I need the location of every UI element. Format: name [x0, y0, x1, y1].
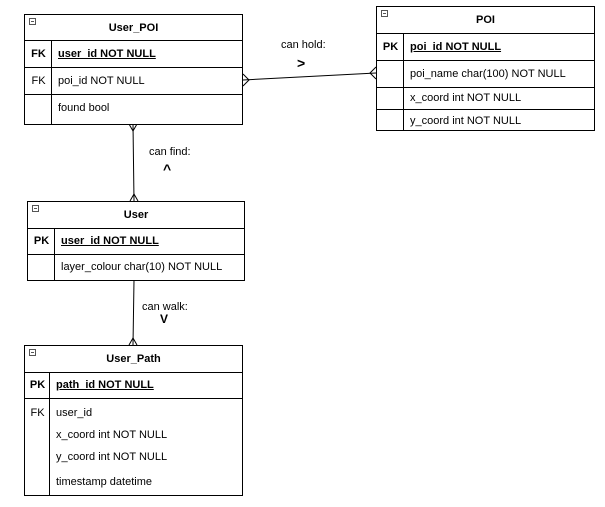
relationship-label-can-hold: can hold: — [281, 39, 326, 51]
attr-row: found bool — [25, 95, 242, 122]
entity-poi[interactable]: POI PK poi_id NOT NULL poi_name char(100… — [376, 6, 595, 131]
key-column — [25, 41, 52, 124]
fk-label: FK — [31, 75, 46, 87]
attr-x-coord: x_coord int NOT NULL — [56, 429, 168, 441]
entity-user-body: layer_colour char(10) NOT NULL — [28, 255, 244, 280]
attr-user-id: user_id — [56, 407, 93, 419]
entity-user-poi-title: User_POI — [108, 22, 159, 34]
line-user-userpath — [132, 279, 135, 346]
entity-user-path[interactable]: User_Path PK path_id NOT NULL FK user_id… — [24, 345, 243, 496]
attr-row: FK user_id NOT NULL — [25, 41, 242, 68]
attr-row: timestamp datetime — [25, 472, 242, 492]
entity-poi-title: POI — [476, 14, 495, 26]
line-userpoi-poi — [242, 72, 377, 81]
entity-user-header: User — [28, 202, 244, 229]
fk-label: FK — [30, 407, 45, 419]
relationship-label-can-find: can find: — [149, 146, 191, 158]
entity-user-poi[interactable]: User_POI FK user_id NOT NULL FK poi_id N… — [24, 14, 243, 125]
key-column — [377, 34, 404, 60]
crowsfoot-userpoi-end — [242, 73, 250, 87]
attr-poi-id: poi_id NOT NULL — [410, 41, 502, 53]
entity-user-pk-section: PK user_id NOT NULL — [28, 229, 244, 255]
key-column — [28, 255, 55, 280]
attr-row: x_coord int NOT NULL — [25, 425, 242, 445]
entity-user[interactable]: User PK user_id NOT NULL layer_colour ch… — [27, 201, 245, 281]
fk-label: FK — [31, 48, 46, 60]
collapse-icon[interactable] — [381, 10, 388, 17]
crowsfoot-poi-end — [369, 66, 377, 80]
entity-user-title: User — [123, 209, 149, 221]
collapse-icon[interactable] — [29, 18, 36, 25]
relationship-arrow-down: V — [160, 312, 169, 326]
line-userpoi-user — [132, 123, 135, 202]
attr-row: poi_name char(100) NOT NULL — [377, 61, 594, 88]
key-column — [28, 229, 55, 254]
entity-user-poi-header: User_POI — [25, 15, 242, 41]
entity-user-poi-body: FK user_id NOT NULL FK poi_id NOT NULL f… — [25, 41, 242, 124]
attr-user-id: user_id NOT NULL — [58, 48, 156, 60]
entity-poi-header: POI — [377, 7, 594, 34]
attr-found: found bool — [58, 102, 110, 114]
relationship-arrow-right: > — [297, 55, 306, 71]
attr-x-coord: x_coord int NOT NULL — [410, 92, 522, 104]
pk-row: PK path_id NOT NULL — [25, 373, 242, 398]
attr-row: y_coord int NOT NULL — [377, 110, 594, 132]
entity-user-path-pk-section: PK path_id NOT NULL — [25, 373, 242, 399]
attr-row: x_coord int NOT NULL — [377, 88, 594, 110]
attr-poi-name: poi_name char(100) NOT NULL — [410, 68, 566, 80]
attr-user-id: user_id NOT NULL — [61, 235, 159, 247]
entity-poi-pk-section: PK poi_id NOT NULL — [377, 34, 594, 61]
collapse-icon[interactable] — [32, 205, 39, 212]
attr-row: y_coord int NOT NULL — [25, 447, 242, 467]
entity-user-path-body: FK user_id x_coord int NOT NULL y_coord … — [25, 399, 242, 495]
pk-label: PK — [33, 235, 50, 247]
attr-row: FK user_id — [25, 403, 242, 423]
key-column — [25, 373, 50, 398]
entity-user-path-header: User_Path — [25, 346, 242, 373]
pk-row: PK poi_id NOT NULL — [377, 34, 594, 60]
attr-y-coord: y_coord int NOT NULL — [410, 115, 522, 127]
attr-y-coord: y_coord int NOT NULL — [56, 451, 168, 463]
entity-poi-body: poi_name char(100) NOT NULL x_coord int … — [377, 61, 594, 130]
relationship-label-can-walk: can walk: — [142, 301, 188, 313]
attr-layer-colour: layer_colour char(10) NOT NULL — [61, 261, 223, 273]
crowsfoot-userpath-top — [128, 336, 138, 346]
attr-poi-id: poi_id NOT NULL — [58, 75, 145, 87]
key-column — [25, 399, 50, 495]
crowsfoot-user-top — [129, 192, 139, 202]
pk-label: PK — [29, 379, 46, 391]
attr-row: FK poi_id NOT NULL — [25, 68, 242, 95]
crowsfoot-userpoi-bottom — [128, 123, 138, 133]
attr-path-id: path_id NOT NULL — [56, 379, 154, 391]
attr-timestamp: timestamp datetime — [56, 476, 152, 488]
relationship-arrow-up: ^ — [163, 161, 172, 177]
pk-row: PK user_id NOT NULL — [28, 229, 244, 254]
pk-label: PK — [382, 41, 399, 53]
collapse-icon[interactable] — [29, 349, 36, 356]
key-column — [377, 61, 404, 130]
attr-row: layer_colour char(10) NOT NULL — [28, 255, 244, 280]
entity-user-path-title: User_Path — [106, 353, 161, 365]
